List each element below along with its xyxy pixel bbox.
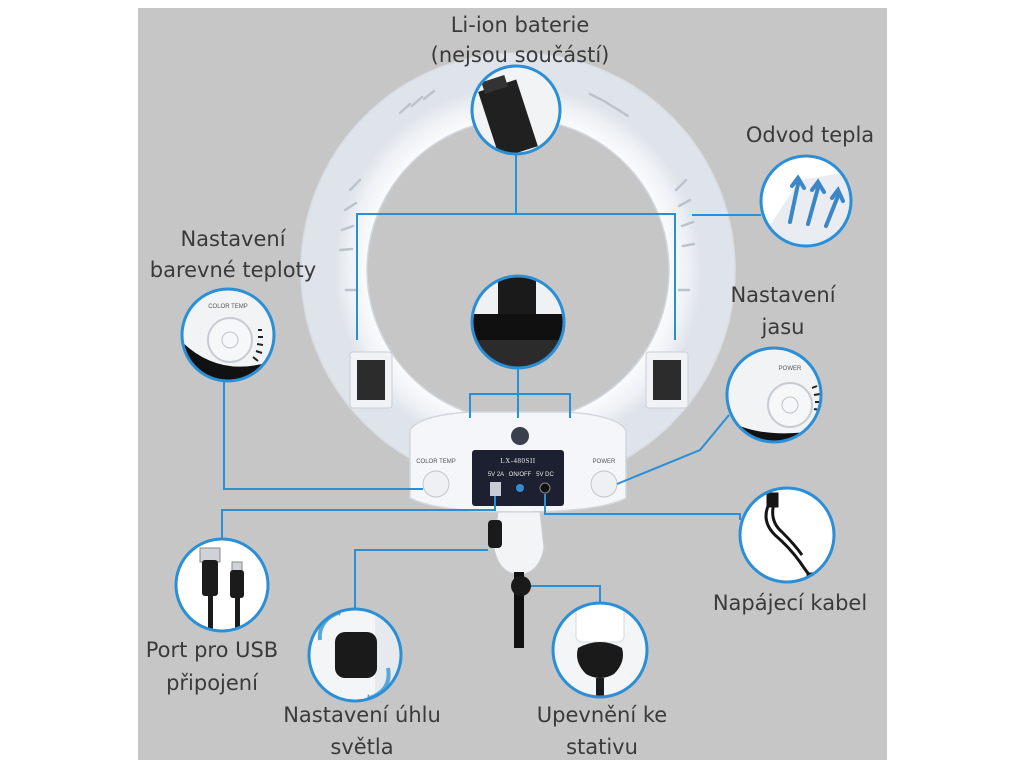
label-mount-line1: Upevnění ke xyxy=(537,703,667,727)
port-label-1: 5V 2A xyxy=(488,472,504,478)
label-angle-line1: Nastavení úhlu xyxy=(283,703,441,727)
label-brightness-line1: Nastavení xyxy=(730,283,836,307)
port-label-2: ON/OFF xyxy=(509,472,532,478)
color-temp-knob[interactable] xyxy=(422,470,450,498)
battery-icon xyxy=(478,75,538,154)
label-color-temp-line2: barevné teploty xyxy=(150,258,316,282)
callout-power-caption: POWER xyxy=(779,366,802,372)
vent-slits xyxy=(338,89,696,292)
callout-usb xyxy=(174,537,270,633)
color-temp-knob-icon xyxy=(207,317,264,363)
heat-arrows-icon xyxy=(788,174,845,228)
callout-angle xyxy=(307,607,403,703)
model-label: LX-480SII xyxy=(500,457,535,465)
base-knob-right-label: POWER xyxy=(593,459,616,465)
label-color-temp-line1: Nastavení xyxy=(180,227,286,251)
label-angle-line2: světla xyxy=(330,735,393,759)
connector-lines xyxy=(221,154,761,609)
stand xyxy=(488,511,545,648)
label-usb-line1: Port pro USB xyxy=(146,638,278,662)
usb-cable-icon xyxy=(199,547,244,631)
label-battery-line2: (nejsou součástí) xyxy=(431,43,610,67)
callout-color-temp: COLOR TEMP xyxy=(180,287,276,383)
brightness-knob[interactable] xyxy=(590,470,618,498)
label-battery-line1: Li-ion baterie xyxy=(451,13,590,37)
label-mount-line2: stativu xyxy=(566,735,638,759)
on-off-switch[interactable] xyxy=(516,484,524,492)
callout-power-cable xyxy=(738,486,836,584)
callout-color-temp-caption: COLOR TEMP xyxy=(208,304,248,310)
usb-port[interactable] xyxy=(490,482,501,496)
port-label-3: 5V DC xyxy=(536,472,554,478)
callout-battery xyxy=(470,64,562,156)
label-heat-outlet: Odvod tepla xyxy=(746,123,874,147)
power-knob-icon xyxy=(767,382,821,428)
callout-mount xyxy=(551,601,649,699)
base-knob-left-label: COLOR TEMP xyxy=(416,459,456,465)
label-usb-line2: připojení xyxy=(166,671,259,695)
label-brightness-line2: jasu xyxy=(761,315,805,339)
label-power-cable: Napájecí kabel xyxy=(713,591,867,615)
dc-port[interactable] xyxy=(539,482,551,494)
